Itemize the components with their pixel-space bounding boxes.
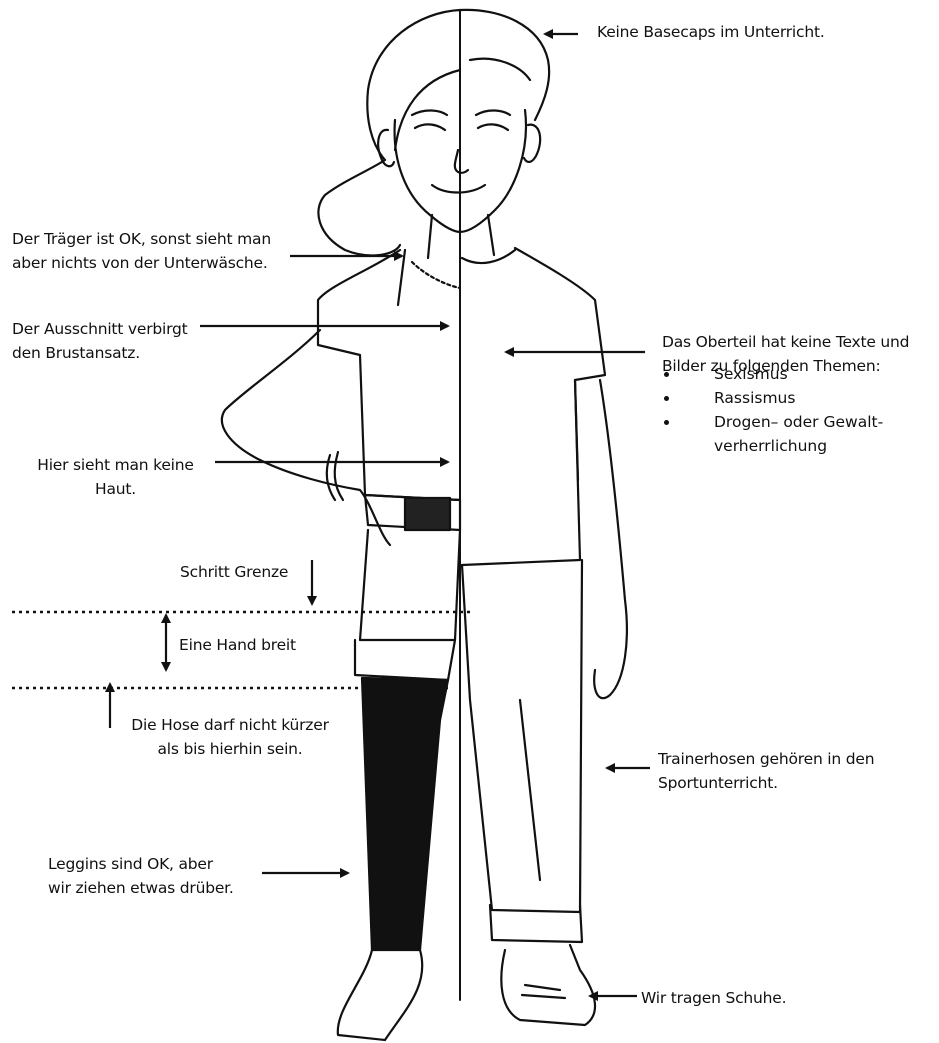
- mouth: [432, 185, 485, 193]
- bullet-icon: [664, 396, 669, 401]
- list-item: Sexismus: [662, 362, 883, 386]
- girl-shorts: [360, 530, 460, 640]
- note-trainerhosen: Trainerhosen gehören in den Sportunterri…: [658, 747, 874, 795]
- face-right: [460, 110, 526, 232]
- note-ausschnitt: Der Ausschnitt verbirgt den Brustansatz.: [12, 317, 188, 365]
- girl-legging: [362, 678, 448, 950]
- necklace: [412, 262, 460, 288]
- figure-drawing: [222, 10, 627, 1040]
- belt-buckle: [405, 498, 450, 530]
- eyes: [415, 124, 508, 130]
- boy-trouser-crease: [520, 700, 540, 880]
- note-hand-breit: Eine Hand breit: [179, 633, 296, 657]
- note-basecaps: Keine Basecaps im Unterricht.: [597, 20, 825, 44]
- list-item: Rassismus: [662, 386, 883, 410]
- boy-trousers: [462, 560, 582, 912]
- bullet-icon: [664, 420, 669, 425]
- boy-tshirt: [462, 248, 605, 565]
- girl-shoe: [338, 950, 422, 1040]
- note-leggins: Leggins sind OK, aber wir ziehen etwas d…: [48, 852, 234, 900]
- note-hose: Die Hose darf nicht kürzer als bis hierh…: [124, 713, 336, 761]
- left-ear: [378, 130, 394, 166]
- boy-shoe: [501, 945, 595, 1025]
- boy-arm: [594, 380, 627, 698]
- girl-arm: [222, 330, 390, 545]
- shoe-laces: [522, 985, 565, 998]
- boy-hair: [460, 10, 549, 120]
- boy-collar: [462, 250, 515, 263]
- list-item: Drogen– oder Gewalt- verherrlichung: [662, 410, 883, 458]
- girl-strap: [398, 250, 405, 305]
- bullet-icon: [664, 372, 669, 377]
- topic-list: Sexismus Rassismus Drogen– oder Gewalt- …: [662, 362, 883, 458]
- note-traeger: Der Träger ist OK, sonst sieht man aber …: [12, 227, 271, 275]
- boy-sleeve: [575, 380, 578, 480]
- face-left: [395, 120, 460, 232]
- nose: [455, 150, 468, 173]
- girl-cuff: [355, 640, 455, 680]
- note-schritt-grenze: Schritt Grenze: [180, 560, 288, 584]
- note-schuhe: Wir tragen Schuhe.: [641, 986, 786, 1010]
- girl-hair: [318, 10, 460, 255]
- girl-bracelet: [327, 452, 343, 500]
- note-haut: Hier sieht man keine Haut.: [18, 453, 213, 501]
